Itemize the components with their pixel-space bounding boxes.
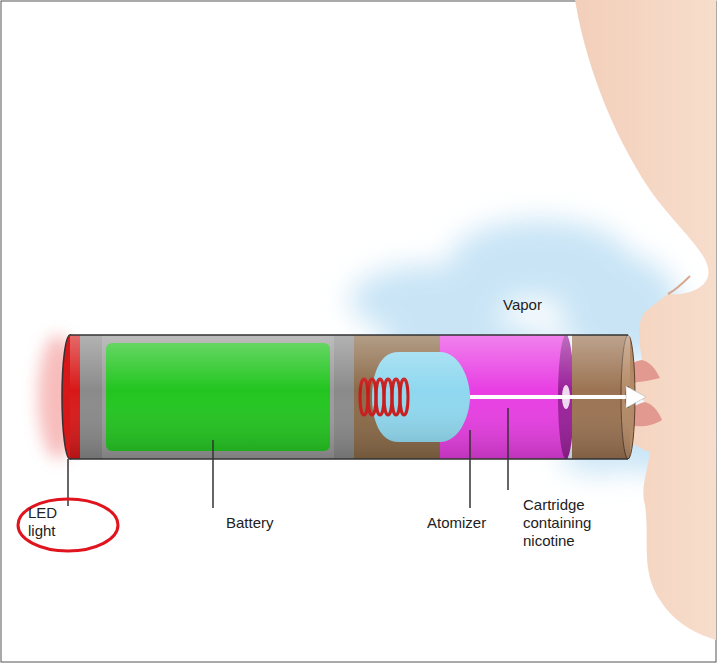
nostril [668, 276, 690, 294]
ellipse-outline [18, 499, 118, 551]
leader-line [212, 440, 214, 508]
airflow-arrowhead [626, 386, 646, 408]
leader-lines [68, 408, 508, 508]
airflow-arrow [470, 395, 628, 399]
part-label: Atomizer [427, 514, 486, 532]
tube-shading [70, 335, 630, 459]
e-cigarette [62, 335, 646, 459]
face-profile [575, 0, 716, 640]
part-label: Cartridge containing nicotine [523, 496, 607, 550]
part-label: Battery [226, 514, 274, 532]
part-label: LED light [28, 504, 72, 540]
tube-outline [70, 335, 628, 459]
leader-line [469, 430, 471, 508]
callout-ellipse: LED light [16, 497, 120, 553]
leader-line [507, 408, 509, 490]
vapor-label: Vapor [503, 296, 542, 314]
